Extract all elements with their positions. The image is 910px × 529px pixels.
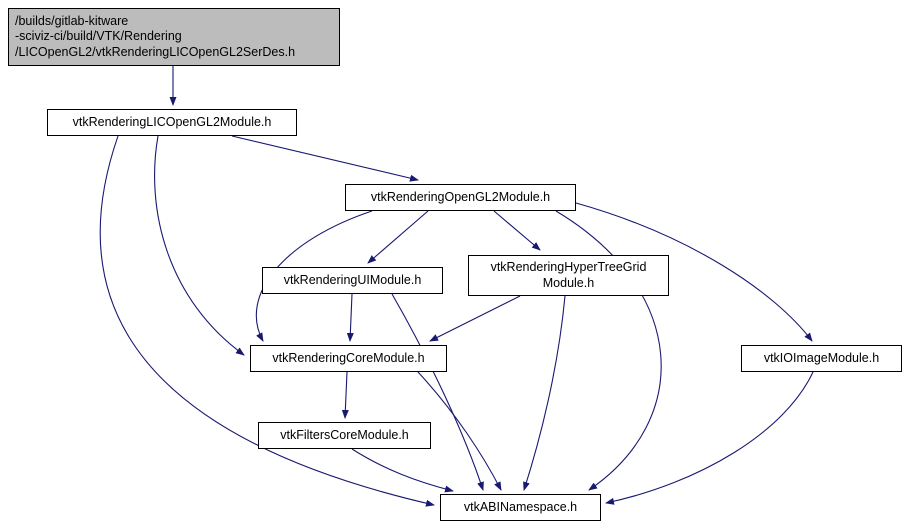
node-rendering-ui-module[interactable]: vtkRenderingUIModule.h — [262, 267, 443, 294]
edge-lic-to-core — [154, 135, 245, 356]
node-rendering-lic-opengl2-module[interactable]: vtkRenderingLICOpenGL2Module.h — [47, 109, 297, 136]
node-rendering-hypertreegrid-module[interactable]: vtkRenderingHyperTreeGrid Module.h — [468, 255, 669, 296]
edge-ui-to-abi — [391, 293, 484, 491]
node-rendering-opengl2-module[interactable]: vtkRenderingOpenGL2Module.h — [345, 184, 576, 211]
edge-core-to-filterscore — [341, 371, 349, 419]
edge-opengl2-to-ui — [367, 210, 429, 264]
edge-lic-to-opengl2 — [231, 135, 419, 182]
node-io-image-module[interactable]: vtkIOImageModule.h — [741, 345, 902, 372]
node-rendering-core-module[interactable]: vtkRenderingCoreModule.h — [250, 345, 447, 372]
edge-opengl2-to-hypertreegrid — [493, 210, 541, 251]
edge-opengl2-to-ioimage — [575, 202, 813, 342]
edge-hypertreegrid-to-abi — [523, 295, 566, 491]
edge-core-to-abi — [417, 371, 502, 491]
edge-ui-to-core — [346, 293, 354, 342]
node-filters-core-module[interactable]: vtkFiltersCoreModule.h — [258, 422, 431, 449]
edge-ioimage-to-abi — [605, 371, 814, 505]
edge-lic-to-abi — [99, 135, 435, 507]
edge-filterscore-to-abi — [351, 448, 454, 493]
node-root-header[interactable]: /builds/gitlab-kitware -sciviz-ci/build/… — [8, 8, 340, 66]
edge-opengl2-to-abi — [555, 210, 662, 491]
edge-hypertreegrid-to-core — [429, 295, 521, 342]
node-abi-namespace[interactable]: vtkABINamespace.h — [440, 494, 601, 521]
